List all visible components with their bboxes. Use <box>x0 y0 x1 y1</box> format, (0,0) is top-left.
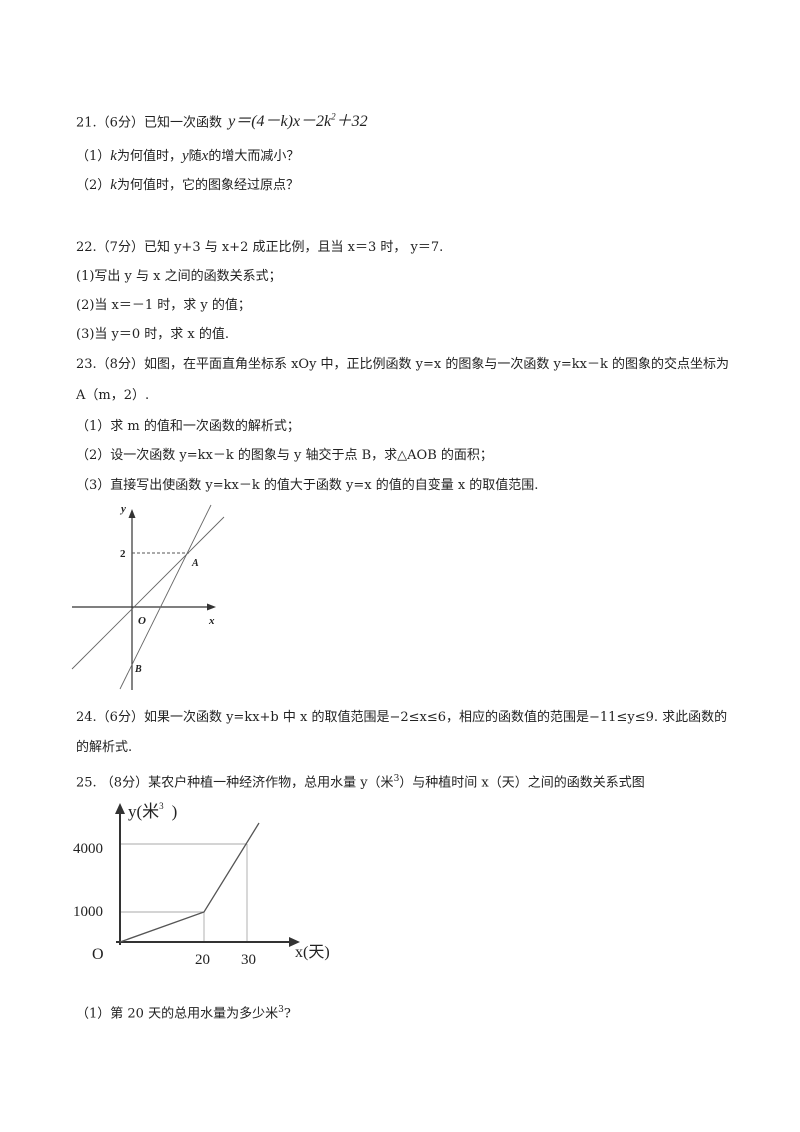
q23-line-y-equals-kx-minus-k <box>119 504 212 690</box>
q21-formula: y＝(4－k)x－2k2＋32 <box>228 112 368 131</box>
q25-heading: 25. （8分）某农户种植一种经济作物，总用水量 y（米3）与种植时间 x（天）… <box>76 774 645 791</box>
q21-part1: （1）k为何值时，y随x的增大而减小？ <box>76 148 300 164</box>
q25-tick-20: 20 <box>195 952 210 968</box>
q25-origin-O: O <box>92 946 104 963</box>
q23-part3: （3）直接写出使函数 y=kx－k 的值大于函数 y=x 的值的自变量 x 的取… <box>76 478 539 493</box>
q22-heading: 22.（7分）已知 y+3 与 x+2 成正比例，且当 x＝3 时， y＝7. <box>76 240 444 255</box>
q25-y-arrow <box>115 803 125 814</box>
q23-part2: （2）设一次函数 y=kx－k 的图象与 y 轴交于点 B，求△AOB 的面积； <box>76 448 493 463</box>
q23-x-label: x <box>208 615 215 627</box>
q23-y-label: y <box>119 503 126 515</box>
q23-part1: （1）求 m 的值和一次函数的解析式； <box>76 419 300 434</box>
q23-line-y-equals-x <box>71 516 225 670</box>
q25-part1: （1）第 20 天的总用水量为多少米3? <box>76 1005 291 1022</box>
q25-tick-1000: 1000 <box>73 904 103 920</box>
q24-line1: 24.（6分）如果一次函数 y=kx+b 中 x 的取值范围是−2≤x≤6，相应… <box>76 710 728 725</box>
q25-x-axis-label: x(天) <box>295 944 330 961</box>
q23-y-arrow <box>128 509 136 518</box>
q23-origin-O: O <box>138 615 146 627</box>
q25-function-line <box>119 822 260 943</box>
q23-point-A: A <box>191 558 199 569</box>
q23-x-arrow <box>207 603 216 611</box>
q22-part3: (3)当 y＝0 时，求 x 的值. <box>76 327 230 342</box>
q22-part1: (1)写出 y 与 x 之间的函数关系式； <box>76 269 282 284</box>
q22-part2: (2)当 x＝－1 时，求 y 的值； <box>76 298 251 313</box>
q21-part2: （2）k为何值时，它的图象经过原点？ <box>76 177 299 193</box>
q24-line2: 的解析式. <box>76 740 133 755</box>
q25-tick-4000: 4000 <box>73 841 103 857</box>
q23-point-B: B <box>134 664 142 675</box>
q25-water-usage-graph: y(米3) x(天) O 4000 1000 20 30 <box>73 801 330 968</box>
q21-heading: 21.（6分）已知一次函数 y＝(4－k)x－2k2＋32 <box>76 112 368 131</box>
q25-y-axis-label: y(米3) <box>128 801 177 821</box>
q25-tick-30: 30 <box>241 952 256 968</box>
q23-tick-2: 2 <box>120 548 126 560</box>
q25-x-arrow <box>289 937 300 947</box>
q23-heading-cont: A（m，2）. <box>76 388 150 403</box>
q23-coordinate-graph: y x 2 A O B <box>71 503 225 690</box>
q23-heading: 23.（8分）如图，在平面直角坐标系 xOy 中，正比例函数 y=x 的图象与一… <box>76 357 729 372</box>
